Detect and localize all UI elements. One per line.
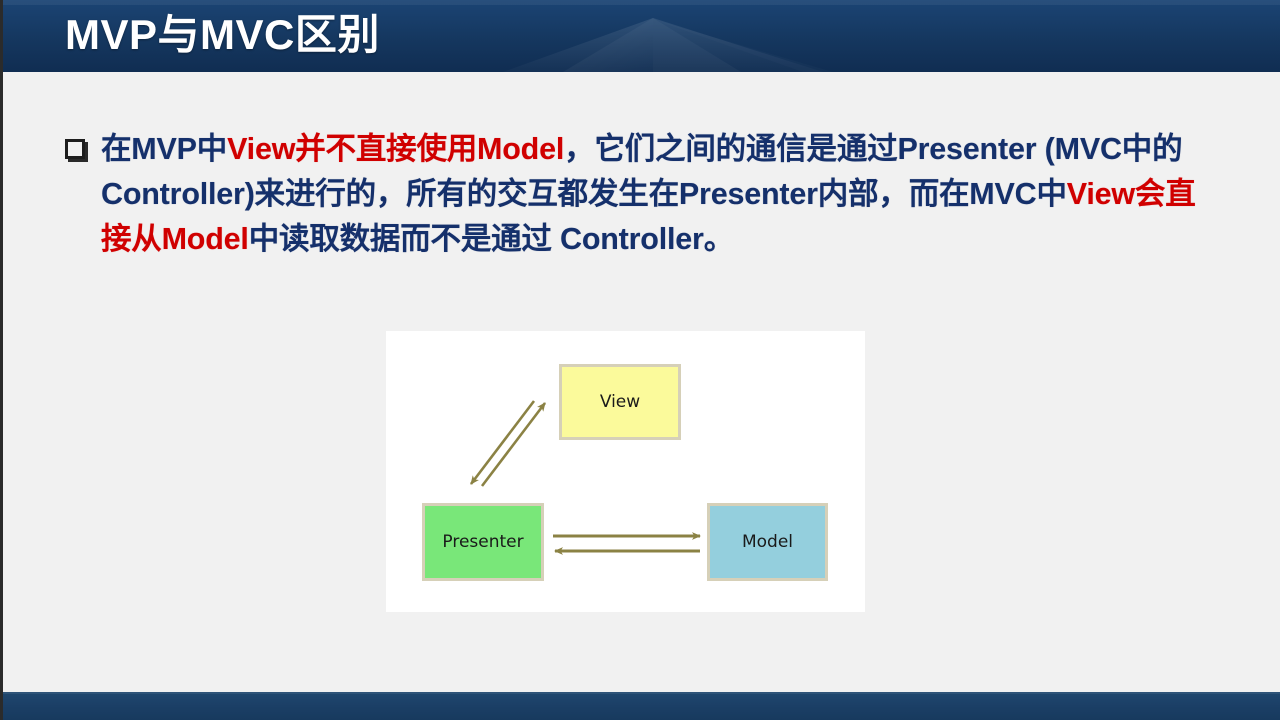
run-2: ，它们之间的通信是通过Presenter (MVC中的Controller)来进… <box>101 132 1183 211</box>
run-1-highlight: View并不直接使用Model <box>227 132 565 166</box>
run-3-highlight: View会直接从Model <box>101 177 1196 256</box>
bullet-paragraph-block: 在MVP中View并不直接使用Model，它们之间的通信是通过Presenter… <box>65 127 1225 262</box>
bullet-square-icon <box>65 139 85 159</box>
diagram-arrows <box>469 400 701 555</box>
diagram-node-presenter-label: Presenter <box>442 532 524 552</box>
footer-sheen <box>3 692 1280 694</box>
diagram-node-view-label: View <box>599 392 641 412</box>
mvp-diagram: View Presenter Model <box>386 331 865 612</box>
slide-footer <box>3 692 1280 720</box>
page-title: MVP与MVC区别 <box>65 11 380 58</box>
header-decoration-icon <box>503 0 1280 72</box>
header-sheen <box>3 0 1280 5</box>
run-4: 中读取数据而不是通过 Controller。 <box>248 222 735 256</box>
diagram-node-model-label: Model <box>741 532 794 552</box>
slide-header: MVP与MVC区别 <box>3 0 1280 72</box>
run-0: 在MVP中 <box>101 132 228 166</box>
diagram-node-view: View <box>559 364 681 440</box>
diagram-node-presenter: Presenter <box>422 503 544 581</box>
slide-body: 在MVP中View并不直接使用Model，它们之间的通信是通过Presenter… <box>3 72 1280 692</box>
diagram-image-panel: View Presenter Model <box>386 331 865 612</box>
diagram-node-model: Model <box>707 503 828 581</box>
body-paragraph: 在MVP中View并不直接使用Model，它们之间的通信是通过Presenter… <box>101 127 1225 262</box>
